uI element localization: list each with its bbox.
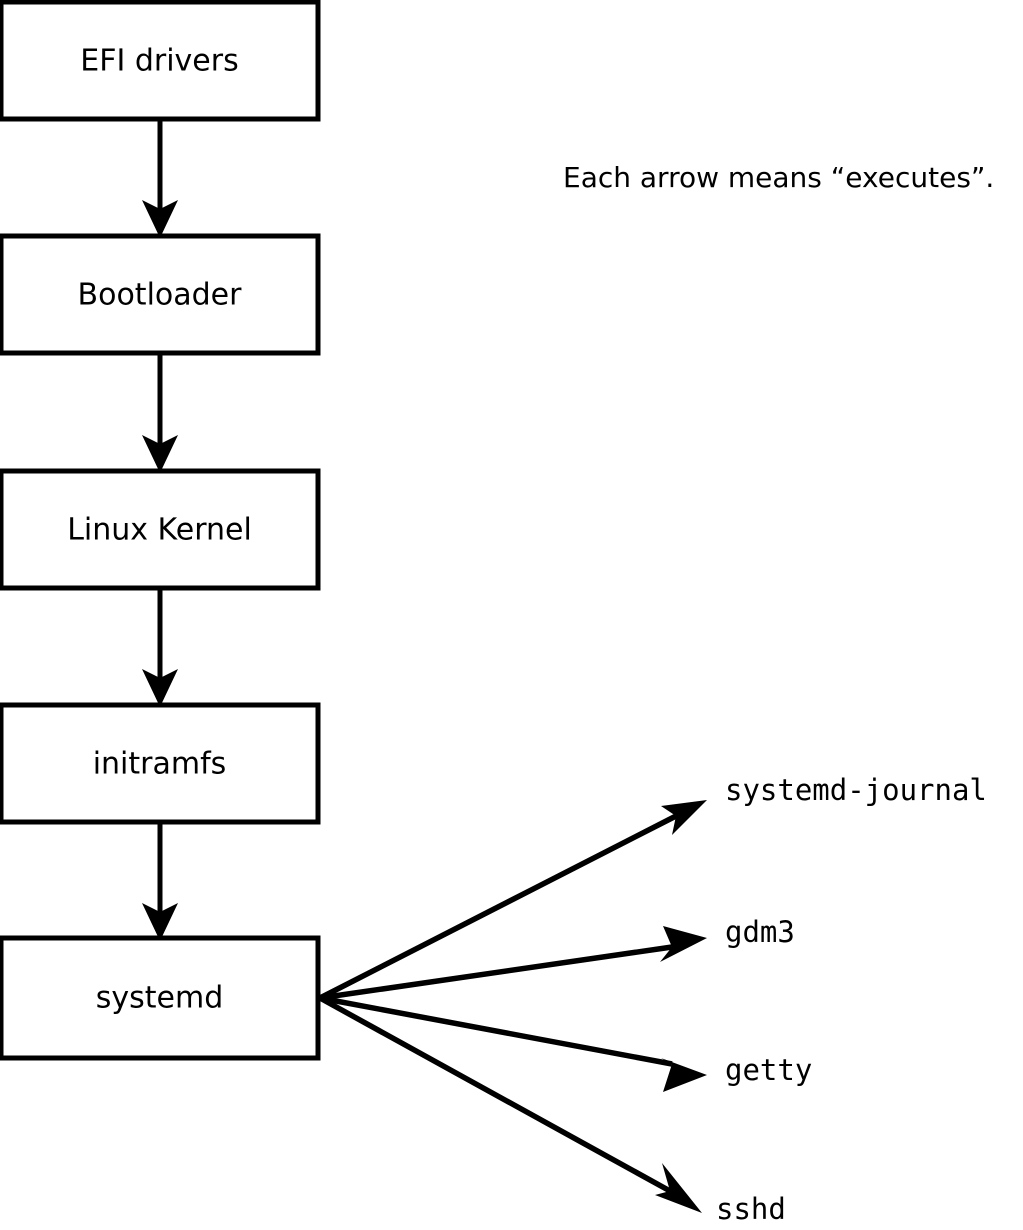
arrow-head-icon — [142, 669, 178, 707]
leaf-label-systemd-journal: systemd-journal — [725, 773, 987, 807]
box-outline — [0, 0, 321, 122]
box-outline — [0, 233, 321, 356]
fan-arrow-line — [319, 995, 673, 1067]
box-outline — [0, 935, 321, 1061]
box-outline — [0, 702, 321, 825]
arrow-head-icon — [142, 903, 178, 941]
fan-arrow-line — [319, 944, 673, 1001]
arrow-head-icon — [142, 435, 178, 473]
flow-arrow-efi-to-bootloader — [142, 119, 178, 238]
fan-arrow-systemd-to-gdm3 — [319, 926, 707, 1001]
box-systemd[interactable]: systemd — [0, 935, 321, 1061]
fan-arrow-systemd-to-getty — [319, 995, 707, 1092]
arrow-head-icon — [661, 1058, 707, 1092]
box-label-linux-kernel: Linux Kernel — [67, 513, 252, 548]
fan-arrow-line — [318, 813, 678, 1001]
box-efi-drivers[interactable]: EFI drivers — [0, 0, 321, 122]
arrow-head-icon — [660, 926, 707, 962]
arrow-head-icon — [661, 800, 707, 835]
leaf-label-getty: getty — [725, 1053, 812, 1087]
fan-arrow-systemd-to-sshd — [318, 995, 702, 1213]
arrow-head-icon — [142, 200, 178, 238]
legend-note: Each arrow means “executes”. — [563, 161, 994, 194]
arrow-head-icon — [655, 1163, 702, 1213]
box-bootloader[interactable]: Bootloader — [0, 233, 321, 356]
box-label-bootloader: Bootloader — [78, 278, 243, 313]
leaf-label-gdm3: gdm3 — [725, 915, 795, 949]
flow-arrow-initramfs-to-systemd — [142, 823, 178, 941]
fan-arrow-line — [318, 995, 672, 1194]
flow-arrow-kernel-to-initramfs — [142, 589, 178, 707]
box-linux-kernel[interactable]: Linux Kernel — [0, 468, 321, 591]
box-outline — [0, 468, 321, 591]
box-initramfs[interactable]: initramfs — [0, 702, 321, 825]
box-label-systemd: systemd — [96, 981, 224, 1016]
leaf-label-sshd: sshd — [716, 1192, 786, 1226]
box-label-efi-drivers: EFI drivers — [80, 44, 238, 79]
box-label-initramfs: initramfs — [93, 747, 227, 782]
fan-arrow-systemd-to-systemd-journal — [318, 800, 707, 1001]
flow-arrow-bootloader-to-kernel — [142, 354, 178, 473]
